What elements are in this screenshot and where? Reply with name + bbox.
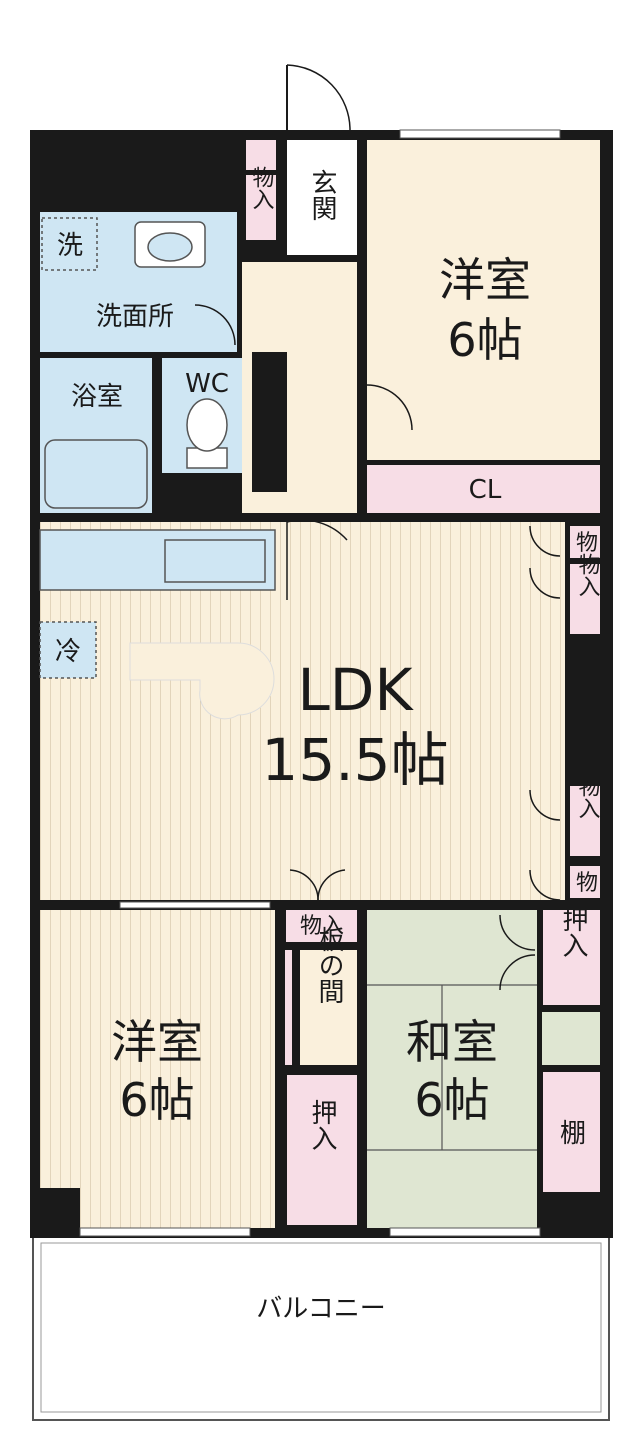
mid-storage (286, 910, 358, 942)
washer-label: 洗 (57, 231, 83, 261)
bathtub (44, 439, 148, 509)
shelf-label: 棚 (560, 1119, 586, 1149)
ldk-storage-1-label: 物 (576, 531, 598, 556)
ldk-storage-2 (570, 564, 603, 634)
closet-area (367, 465, 603, 515)
balcony-area (32, 1234, 610, 1421)
western-room-2-size: 6帖 (119, 1073, 194, 1127)
wooden-floor-area (300, 950, 357, 1065)
entrance-storage (246, 175, 276, 240)
windows (79, 129, 561, 1237)
ldk-name: LDK (297, 656, 414, 724)
ldk-storage-4 (570, 866, 603, 898)
fridge-spot (39, 621, 97, 679)
japanese-room-size: 6帖 (414, 1073, 489, 1127)
fridge-label: 冷 (55, 637, 81, 667)
western-room-1-name: 洋室 (439, 253, 531, 307)
internal-walls (30, 130, 613, 1235)
oshiire-right-area (542, 910, 603, 1005)
oshiire-right-label: 押入 (558, 906, 588, 958)
toilet-label: WC (185, 369, 229, 399)
wooden-floor-label: 板の間 (314, 926, 344, 1004)
kitchen-island (129, 642, 275, 720)
ldk-storage-4-label: 物 (576, 871, 598, 896)
entrance-storage-label: 物入 (249, 166, 275, 210)
western-room-2-name: 洋室 (111, 1015, 203, 1069)
entrance-area (287, 140, 357, 255)
closet-label: CL (469, 475, 502, 505)
entrance-label: 玄関 (307, 169, 337, 221)
mid-storage-label: 物入 (300, 914, 344, 939)
entrance-storage-top (246, 140, 276, 170)
bathroom-label: 浴室 (71, 382, 123, 412)
shelf-area (542, 1072, 603, 1192)
western-room-2-area (80, 910, 275, 1228)
western-room-1-size: 6帖 (447, 313, 522, 367)
japanese-room-name: 和室 (406, 1015, 498, 1069)
washer-spot (41, 217, 98, 271)
washroom-label: 洗面所 (96, 302, 174, 332)
balcony-label: バルコニー (256, 1294, 385, 1324)
ldk-size: 15.5帖 (261, 726, 448, 794)
entrance-door-swing (286, 64, 351, 131)
ldk-storage-3-label: 物入 (575, 775, 601, 819)
ldk-storage-1 (570, 526, 603, 558)
japanese-room-area (367, 910, 537, 1228)
oshiire-left-label: 押入 (307, 1099, 337, 1151)
door-swings (194, 304, 561, 991)
ldk-storage-2-label: 物入 (575, 553, 601, 597)
ldk-storage-3 (570, 786, 603, 856)
oshiire-left-area (287, 1075, 357, 1225)
